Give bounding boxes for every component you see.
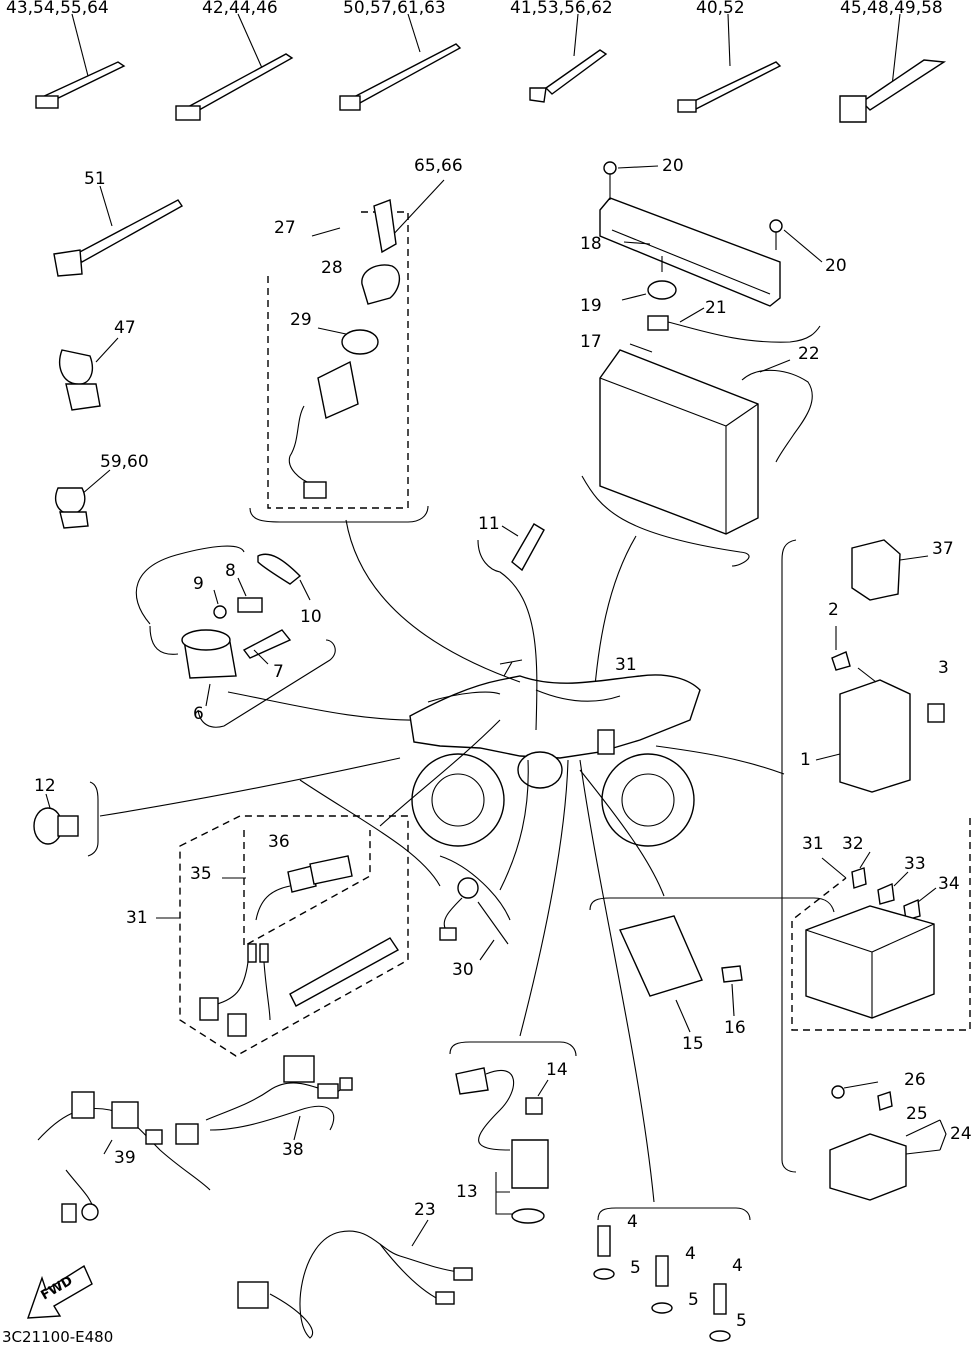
atv-silhouette	[409, 659, 701, 847]
ignition-coil-assembly	[135, 545, 431, 728]
rectifier-regulator	[589, 897, 835, 1033]
callout-label: 32	[842, 834, 864, 854]
wire-clamp-2	[54, 469, 111, 529]
callout-label: 6	[193, 704, 204, 724]
callout-label: 35	[190, 864, 212, 884]
bolts-and-washers	[593, 1207, 751, 1342]
callout-label: 37	[932, 539, 954, 559]
wiring-sub-harness-group	[156, 815, 409, 1057]
callout-label: 11	[478, 514, 500, 534]
callout-label: 29	[290, 310, 312, 330]
callout-label: 4	[627, 1212, 638, 1232]
sub-wire-harness-38	[205, 1055, 353, 1141]
callout-label: 31	[615, 655, 637, 675]
callout-label: 33	[904, 854, 926, 874]
wire-clamp-1	[58, 337, 119, 411]
callout-label: 34	[938, 874, 960, 894]
callout-label: 5	[688, 1290, 699, 1310]
callout-label: 65,66	[414, 156, 463, 176]
main-switch-assembly	[249, 179, 445, 523]
callout-label: 50,57,61,63	[343, 0, 446, 18]
callout-label: 28	[321, 258, 343, 278]
callout-label: 31	[126, 908, 148, 928]
fwd-arrow	[26, 1264, 93, 1319]
callout-label: 40,52	[696, 0, 745, 18]
callout-label: 30	[452, 960, 474, 980]
callout-label: 21	[705, 298, 727, 318]
sub-wire-harness-39	[37, 1091, 211, 1223]
callout-label: 27	[274, 218, 296, 238]
callout-label: 5	[630, 1258, 641, 1278]
leader-lines	[99, 519, 785, 1203]
callout-label: 47	[114, 318, 136, 338]
right-component-bracket	[781, 539, 971, 1201]
cable-tie-3	[339, 13, 462, 111]
callout-label: 42,44,46	[202, 0, 278, 18]
callout-label: 19	[580, 296, 602, 316]
callout-label: 12	[34, 776, 56, 796]
temperature-sensor	[33, 781, 99, 857]
callout-label: 20	[825, 256, 847, 276]
cable-tie-6	[839, 13, 947, 123]
cable-tie-5	[677, 13, 782, 113]
callout-label: 26	[904, 1070, 926, 1090]
callout-label: 4	[685, 1244, 696, 1264]
callout-label: 39	[114, 1148, 136, 1168]
callout-label: 22	[798, 344, 820, 364]
speed-sensor-assembly	[449, 1041, 577, 1224]
callout-label: 41,53,56,62	[510, 0, 613, 18]
callout-label: 45,48,49,58	[840, 0, 943, 18]
callout-label: 4	[732, 1256, 743, 1276]
callout-label: 23	[414, 1200, 436, 1220]
callout-label: 43,54,55,64	[6, 0, 109, 18]
callout-label: 15	[682, 1034, 704, 1054]
callout-label: 36	[268, 832, 290, 852]
callout-label: 14	[546, 1060, 568, 1080]
battery-assembly	[581, 161, 823, 731]
spark-plug	[501, 523, 545, 572]
callout-label: 16	[724, 1018, 746, 1038]
callout-label: 9	[193, 574, 204, 594]
callout-label: 13	[456, 1182, 478, 1202]
neutral-switch	[439, 855, 511, 961]
callout-label: 8	[225, 561, 236, 581]
callout-label: 10	[300, 607, 322, 627]
callout-label: 20	[662, 156, 684, 176]
cable-tie-2	[175, 13, 294, 121]
callout-label: 25	[906, 1104, 928, 1124]
callout-label: 38	[282, 1140, 304, 1160]
cable-tie-4	[529, 13, 608, 103]
callout-label: 3	[938, 658, 949, 678]
callout-label: 31	[802, 834, 824, 854]
callout-label: 59,60	[100, 452, 149, 472]
callout-label: 2	[828, 600, 839, 620]
callout-label: 7	[273, 662, 284, 682]
callout-label: 17	[580, 332, 602, 352]
sub-wire-harness-23	[237, 1219, 473, 1339]
callout-label: 18	[580, 234, 602, 254]
callout-label: 1	[800, 750, 811, 770]
callout-label: 51	[84, 169, 106, 189]
callout-label: 5	[736, 1311, 747, 1331]
cable-tie-1	[35, 13, 126, 109]
callout-label: 24	[950, 1124, 972, 1144]
diagram-id: 3C21100-E480	[2, 1328, 114, 1346]
cable-tie-7	[53, 185, 184, 277]
